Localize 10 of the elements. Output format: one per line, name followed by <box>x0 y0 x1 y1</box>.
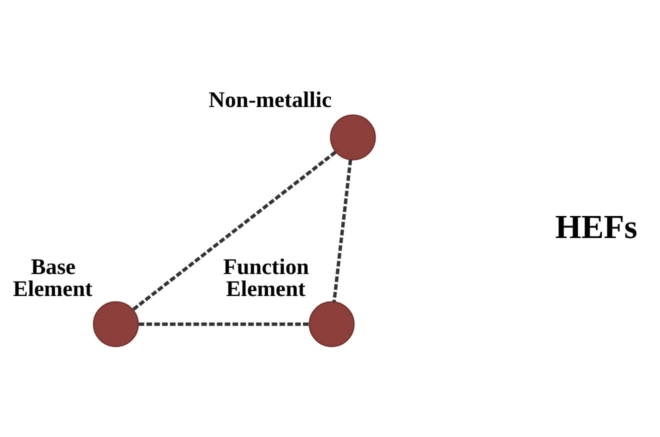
node-circle <box>308 301 355 348</box>
node-circle <box>330 114 376 160</box>
connector <box>332 160 352 302</box>
node-circle <box>92 301 139 348</box>
label: HEFs <box>555 209 638 246</box>
node-label: Non-metallic <box>208 87 332 112</box>
connector <box>138 322 310 326</box>
node-label: Base Element <box>13 254 92 302</box>
connector <box>132 150 337 312</box>
node-label: Function Element <box>223 254 309 302</box>
